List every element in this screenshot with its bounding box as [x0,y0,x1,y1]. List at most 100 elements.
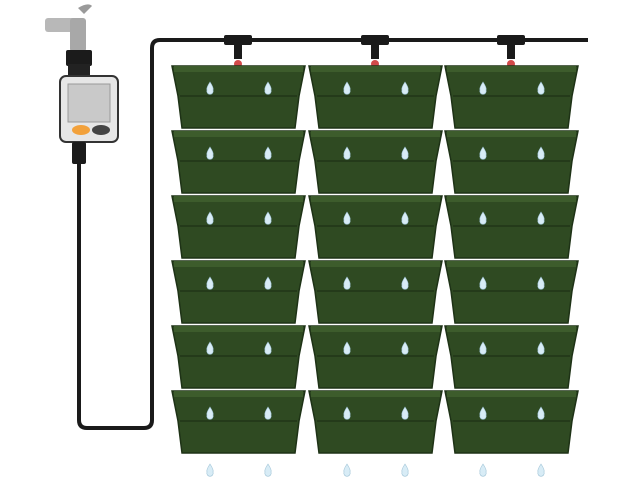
planter-body [444,390,579,454]
planter-rim [174,261,303,267]
planter-body [171,260,306,324]
water-drop-icon [537,463,545,477]
water-drop-icon [264,406,272,420]
planter-body [444,195,579,259]
planter [308,130,443,194]
tee-connector [361,35,389,45]
water-drop-icon [401,276,409,290]
planter [308,390,443,454]
water-drop-icon [401,341,409,355]
planter [444,325,579,389]
water-drop-icon [206,341,214,355]
tee-connector [224,35,252,45]
water-drop-icon [401,81,409,95]
planter [171,130,306,194]
planter-body [308,65,443,129]
drip-emitter-icon [371,45,379,59]
water-drop-icon [401,463,409,477]
planter-body [171,195,306,259]
planter-rim [447,131,576,137]
water-drop-icon [537,276,545,290]
planter [171,325,306,389]
planter [444,130,579,194]
water-drop-icon [343,146,351,160]
water-drop-icon [264,146,272,160]
water-drop-icon [206,211,214,225]
water-drop-icon [479,341,487,355]
planter [171,390,306,454]
water-drop-icon [206,463,214,477]
planter-body [308,260,443,324]
water-drop-icon [537,211,545,225]
planter-rim [447,196,576,202]
planter [308,65,443,129]
planter-body [171,65,306,129]
water-drop-icon [206,81,214,95]
planter-rim [174,326,303,332]
tee-connector [497,35,525,45]
planter [171,65,306,129]
planter-rim [447,66,576,72]
water-drop-icon [206,276,214,290]
water-drop-icon [537,341,545,355]
planter-rim [447,261,576,267]
drip-emitter-icon [234,45,242,59]
planter-body [308,195,443,259]
water-drop-icon [264,276,272,290]
planter-rim [311,261,440,267]
planter [171,260,306,324]
planter-body [444,260,579,324]
water-drop-icon [479,211,487,225]
planter-body [171,390,306,454]
planter-body [308,130,443,194]
planter-rim [311,326,440,332]
supply-tube [77,38,588,430]
planter-rim [447,391,576,397]
planter-rim [447,326,576,332]
water-drop-icon [537,406,545,420]
planter-body [308,325,443,389]
water-drop-icon [343,463,351,477]
drip-emitter-icon [507,45,515,59]
water-drop-icon [343,276,351,290]
water-timer-icon [59,64,119,164]
planter-body [444,325,579,389]
planter-body [444,130,579,194]
planter-rim [311,131,440,137]
water-drop-icon [401,146,409,160]
planter-body [171,130,306,194]
water-drop-icon [206,146,214,160]
planter-rim [174,131,303,137]
planter-rim [311,196,440,202]
planter-rim [174,66,303,72]
planter-rim [311,391,440,397]
water-drop-icon [343,211,351,225]
water-drop-icon [206,406,214,420]
planter [171,195,306,259]
water-drop-icon [264,81,272,95]
water-drop-icon [479,146,487,160]
water-drop-icon [264,341,272,355]
planter [308,260,443,324]
water-drop-icon [479,276,487,290]
planter-body [444,65,579,129]
planter [444,260,579,324]
water-drop-icon [343,341,351,355]
water-drop-icon [264,463,272,477]
planter-body [308,390,443,454]
water-drop-icon [264,211,272,225]
water-drop-icon [343,81,351,95]
water-drop-icon [479,81,487,95]
faucet-icon [45,4,92,66]
planter [308,325,443,389]
water-drop-icon [343,406,351,420]
water-drop-icon [537,81,545,95]
planter [444,195,579,259]
water-drop-icon [537,146,545,160]
water-drop-icon [479,463,487,477]
planter-body [171,325,306,389]
water-drop-icon [479,406,487,420]
planter-rim [174,391,303,397]
water-drop-icon [401,211,409,225]
